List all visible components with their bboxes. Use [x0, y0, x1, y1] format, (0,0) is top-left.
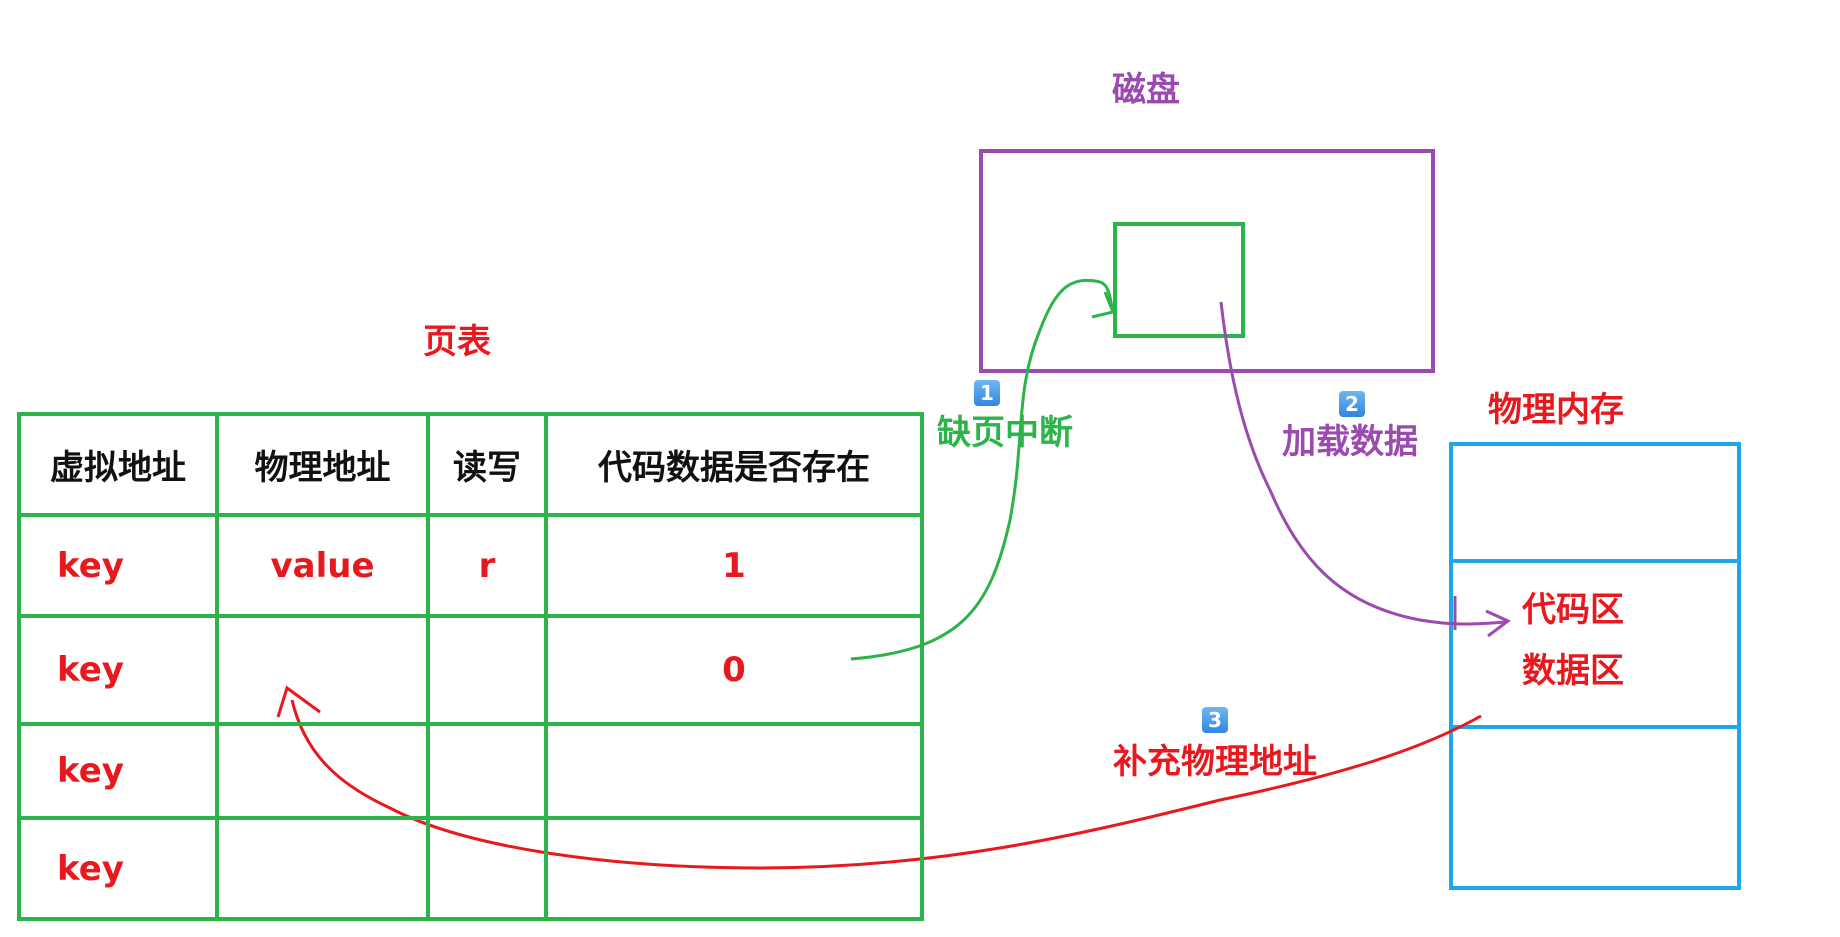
cell-read-write: r	[426, 513, 548, 618]
cell-virtual-address: key	[17, 614, 219, 726]
data-area-label: 数据区	[1522, 651, 1624, 691]
header-read-write: 读写	[426, 412, 548, 517]
table-row: key 0	[17, 614, 924, 726]
arrow-load-data-head	[1485, 609, 1511, 638]
step-2-badge: 2	[1339, 391, 1365, 417]
table-row: key value r 1	[17, 513, 924, 618]
cell-present	[544, 722, 924, 820]
table-header-row: 虚拟地址 物理地址 读写 代码数据是否存在	[17, 412, 924, 517]
header-physical-address: 物理地址	[215, 412, 430, 517]
arrow-load-data	[1219, 301, 1506, 626]
disk-label: 磁盘	[1112, 70, 1180, 110]
table-row: key	[17, 816, 924, 921]
step-1-badge: 1	[974, 380, 1000, 406]
physical-memory-box	[1449, 442, 1741, 890]
arrow-page-fault	[850, 278, 1115, 661]
disk-page-block	[1113, 222, 1245, 338]
cell-read-write	[426, 722, 548, 820]
disk-box	[979, 149, 1435, 373]
cell-present: 1	[544, 513, 924, 618]
page-table: 虚拟地址 物理地址 读写 代码数据是否存在 key value r 1 key …	[17, 412, 924, 921]
cell-read-write	[426, 816, 548, 921]
cell-physical-address	[215, 614, 430, 726]
arrow-page-fault-head	[1091, 291, 1116, 319]
cell-present	[544, 816, 924, 921]
code-area-label: 代码区	[1522, 590, 1624, 630]
header-present: 代码数据是否存在	[544, 412, 924, 517]
page-table-title: 页表	[423, 322, 491, 362]
step-1-label: 缺页中断	[937, 413, 1073, 453]
cell-virtual-address: key	[17, 722, 219, 820]
cell-read-write	[426, 614, 548, 726]
cell-physical-address	[215, 816, 430, 921]
cell-virtual-address: key	[17, 816, 219, 921]
step-2-label: 加载数据	[1282, 422, 1418, 462]
table-row: key	[17, 722, 924, 820]
header-virtual-address: 虚拟地址	[17, 412, 219, 517]
step-3-label: 补充物理地址	[1113, 742, 1317, 782]
cell-physical-address	[215, 722, 430, 820]
cell-present: 0	[544, 614, 924, 726]
physical-memory-label: 物理内存	[1488, 390, 1624, 430]
cell-virtual-address: key	[17, 513, 219, 618]
step-3-badge: 3	[1202, 707, 1228, 733]
cell-physical-address: value	[215, 513, 430, 618]
